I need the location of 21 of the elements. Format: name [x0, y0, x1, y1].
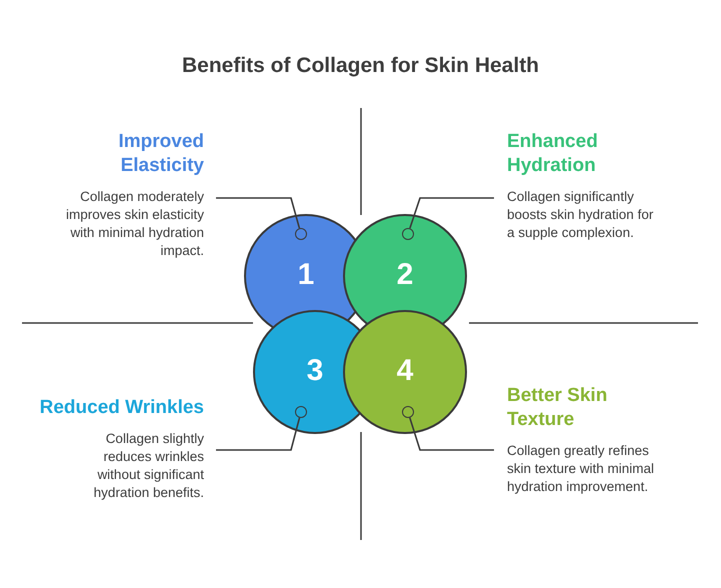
- leader-dot: [402, 406, 414, 418]
- description-text: Collagen moderately improves skin elasticity with minimal hydration impact.: [64, 188, 204, 260]
- heading-text: Better Skin Texture: [507, 384, 608, 432]
- leader-line: [409, 417, 494, 451]
- leader-dot: [295, 406, 307, 418]
- title: Benefits of Collagen for Skin Health: [180, 54, 540, 78]
- leader-line: [216, 197, 300, 228]
- number-label: 3: [306, 354, 324, 388]
- number-label: 4: [396, 354, 414, 388]
- number-label: 2: [396, 258, 414, 292]
- description-text: Collagen slightly reduces wrinkles without significant hydration benefits.: [92, 430, 204, 502]
- description-text: Collagen significantly boosts skin hydration for a supple complexion.: [507, 188, 654, 242]
- description-text: Collagen greatly refines skin texture with minimal hydration improvement.: [507, 442, 656, 496]
- leader-dot: [295, 228, 307, 240]
- number-label: 1: [296, 258, 316, 292]
- heading-text: Reduced Wrinkles: [38, 396, 204, 420]
- leader-line: [409, 197, 494, 229]
- leader-dot: [402, 228, 414, 240]
- heading-text: Enhanced Hydration: [507, 130, 599, 178]
- leader-line: [216, 418, 300, 451]
- heading-text: Improved Elasticity: [117, 130, 204, 178]
